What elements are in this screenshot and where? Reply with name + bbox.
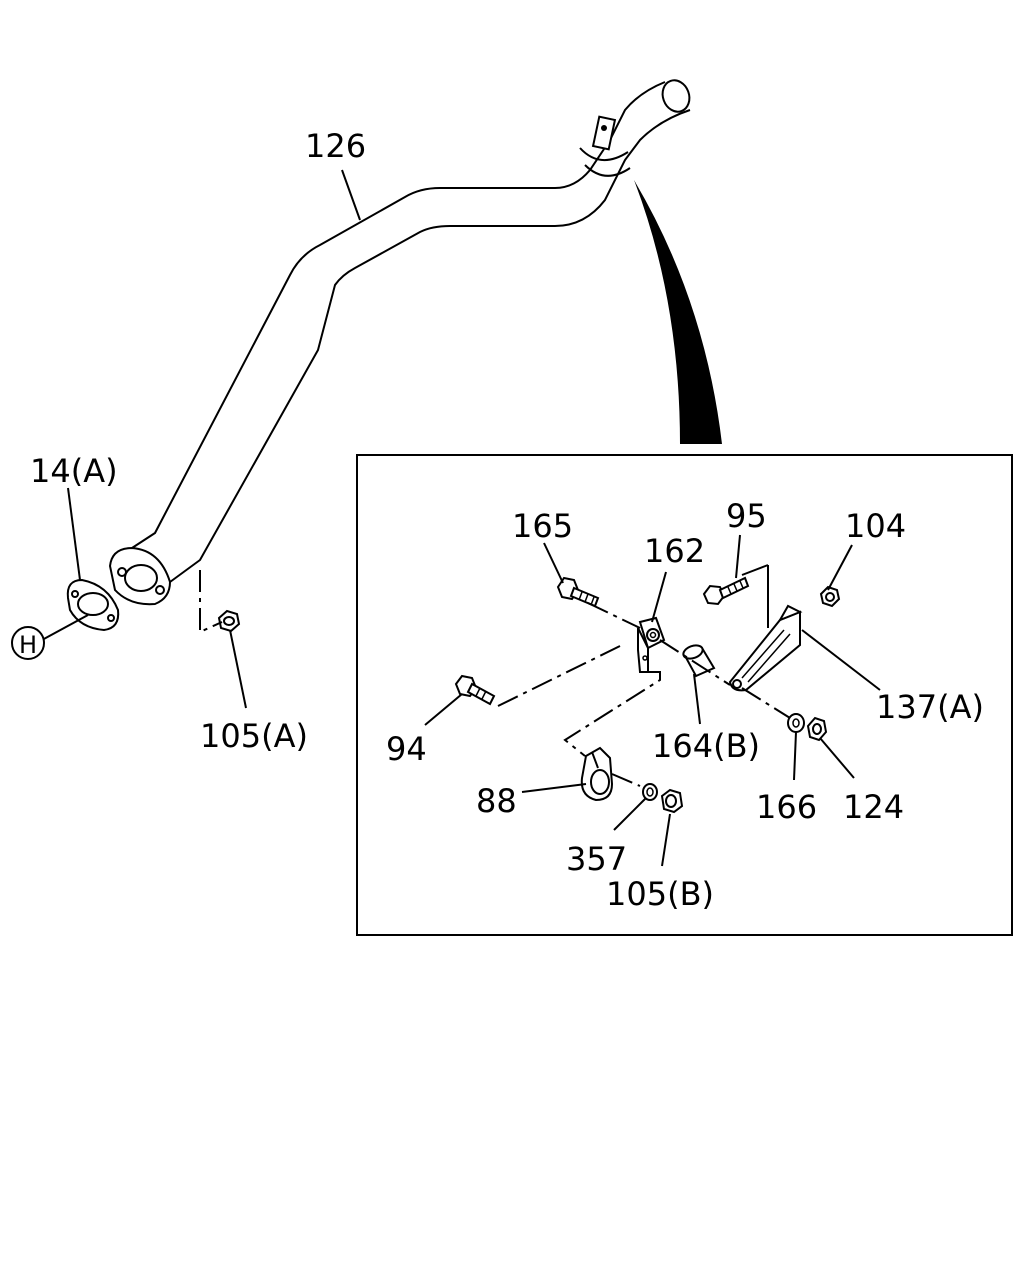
bolt-94 xyxy=(454,674,496,706)
nut-105b xyxy=(660,788,684,814)
bolt-95 xyxy=(702,576,750,606)
bracket-137a xyxy=(728,564,803,692)
nut-105a xyxy=(217,609,241,633)
detail-pointer xyxy=(634,180,722,444)
bracket-162 xyxy=(637,616,666,673)
callout-124: 124 xyxy=(843,788,904,826)
callout-162: 162 xyxy=(644,532,705,570)
callout-104: 104 xyxy=(845,507,906,545)
callout-95: 95 xyxy=(726,497,767,535)
callout-14a: 14(A) xyxy=(30,452,118,490)
callout-357: 357 xyxy=(566,840,627,878)
h-marker: H xyxy=(11,626,45,660)
washer-166 xyxy=(787,713,805,733)
h-marker-label: H xyxy=(19,631,37,659)
exhaust-pipe-126 xyxy=(108,79,691,606)
callout-137a: 137(A) xyxy=(876,688,984,726)
nut-124 xyxy=(806,716,828,742)
washer-357 xyxy=(642,783,658,801)
callout-105b: 105(B) xyxy=(606,875,714,913)
callout-126: 126 xyxy=(305,127,366,165)
callout-105a: 105(A) xyxy=(200,717,308,755)
nut-104 xyxy=(819,585,841,608)
callout-88: 88 xyxy=(476,782,517,820)
detail-inset-box xyxy=(356,454,1013,936)
callout-164b: 164(B) xyxy=(652,727,760,765)
clamp-88 xyxy=(580,746,614,802)
callout-166: 166 xyxy=(756,788,817,826)
gasket-14a xyxy=(66,578,120,632)
callout-165: 165 xyxy=(512,507,573,545)
leader-lines xyxy=(41,169,881,867)
bolt-165 xyxy=(556,576,600,608)
callout-94: 94 xyxy=(386,730,427,768)
